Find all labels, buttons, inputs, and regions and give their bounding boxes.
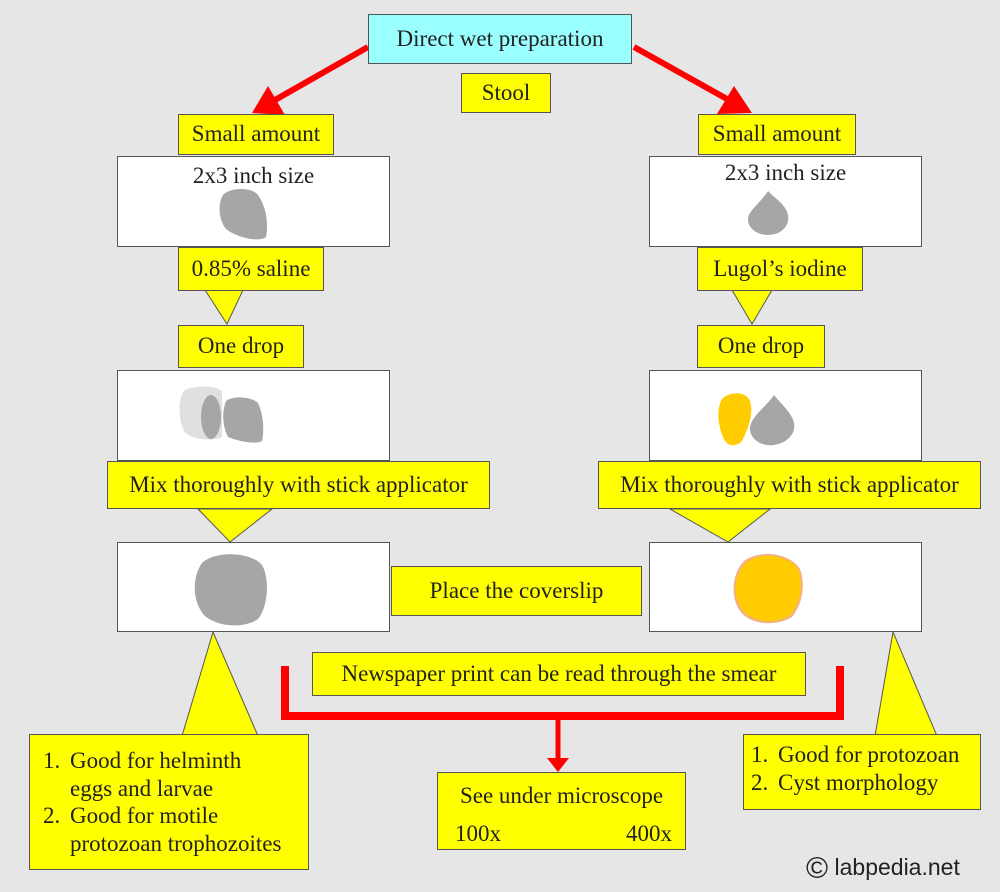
stool-sample-icon	[748, 191, 789, 235]
right-notes-list: Good for protozoan Cyst morphology	[744, 741, 980, 796]
newspaper-label: Newspaper print can be read through the …	[312, 652, 806, 696]
right-mix-label: Mix thoroughly with stick applicator	[598, 461, 981, 509]
callout-tail-left-mix	[196, 508, 274, 543]
right-reagent-label: Lugol’s iodine	[697, 247, 863, 291]
left-reagent-label: 0.85% saline	[178, 247, 324, 291]
smear-stool-icon	[194, 554, 267, 626]
arrow-to-left-branch	[252, 44, 370, 115]
magnification-low: 100x	[455, 821, 501, 846]
stool-sample-icon	[219, 189, 268, 240]
left-amount-label: Small amount	[178, 114, 334, 155]
right-slide-3	[649, 542, 922, 632]
right-note-2: Cyst morphology	[774, 769, 980, 797]
left-drop-label: One drop	[178, 325, 304, 368]
microscope-box: See under microscope 100x 400x	[437, 772, 686, 850]
callout-tail-right-notes	[874, 630, 938, 737]
left-mix-label: Mix thoroughly with stick applicator	[107, 461, 490, 509]
right-amount-label: Small amount	[698, 114, 856, 155]
left-notes-list: Good for helminth eggs and larvae Good f…	[30, 747, 308, 857]
callout-tail-left-reagent	[204, 289, 244, 326]
left-note-1: Good for helminth eggs and larvae	[66, 747, 308, 802]
watermark: © labpedia.net	[806, 852, 960, 886]
left-slide-3	[117, 542, 390, 632]
coverslip-label: Place the coverslip	[391, 566, 642, 616]
left-slide-2	[117, 370, 390, 461]
right-notes-box: Good for protozoan Cyst morphology	[743, 734, 981, 810]
right-drop-label: One drop	[697, 325, 825, 368]
right-slide-1: 2x3 inch size	[649, 156, 922, 247]
right-slide-size: 2x3 inch size	[724, 160, 847, 185]
left-slide-1: 2x3 inch size	[117, 156, 390, 247]
callout-tail-left-notes	[181, 630, 259, 737]
title-box: Direct wet preparation	[368, 14, 632, 64]
copyright-icon: ©	[806, 852, 829, 885]
right-note-1: Good for protozoan	[774, 741, 980, 769]
magnification-high: 400x	[626, 821, 672, 846]
iodine-drop-and-stool-icon	[718, 393, 795, 446]
arrow-to-right-branch	[632, 44, 752, 114]
left-notes-box: Good for helminth eggs and larvae Good f…	[29, 734, 309, 870]
bracket-to-microscope	[281, 666, 844, 772]
left-slide-size: 2x3 inch size	[192, 163, 315, 188]
specimen-label: Stool	[461, 73, 551, 113]
callout-tail-right-mix	[668, 508, 772, 543]
saline-drop-and-stool-icon	[179, 386, 264, 443]
left-note-2: Good for motile protozoan trophozoites	[66, 802, 308, 857]
right-slide-2	[649, 370, 922, 461]
microscope-label: See under microscope	[459, 783, 664, 808]
callout-tail-right-reagent	[731, 289, 773, 325]
smear-iodine-icon	[733, 554, 803, 624]
watermark-text: labpedia.net	[834, 854, 960, 880]
